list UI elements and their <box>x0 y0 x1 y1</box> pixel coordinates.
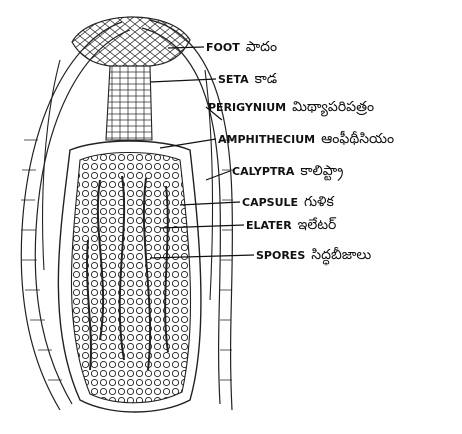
leader-calyptra <box>206 171 230 180</box>
leader-spores <box>150 255 254 258</box>
leader-capsule <box>180 202 240 205</box>
leader-foot <box>168 47 204 48</box>
leader-amphithecium <box>160 139 216 148</box>
leader-seta <box>150 79 216 82</box>
leader-perigynium <box>206 107 222 120</box>
leader-elater <box>160 225 244 228</box>
